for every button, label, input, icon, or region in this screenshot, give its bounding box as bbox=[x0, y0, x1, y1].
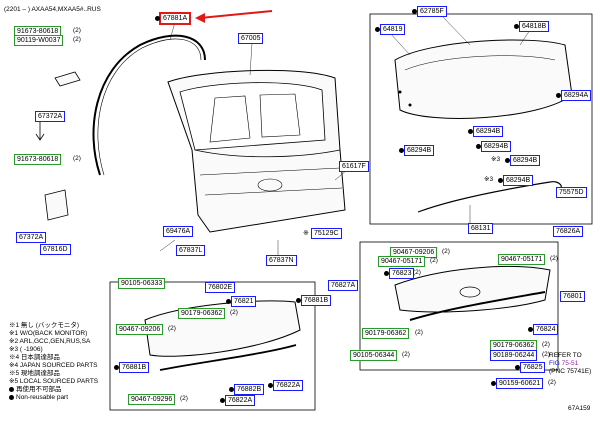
back-door-shape bbox=[167, 69, 346, 233]
legend-line: ※1 W/O(BACK MONITOR) bbox=[9, 330, 88, 337]
legend-line: 再使用不可部品 bbox=[9, 386, 98, 394]
model-code-header: (2201 – ) AXAA54,MXAA5#..RUS bbox=[4, 6, 101, 13]
qty-label: (2) bbox=[180, 395, 188, 402]
part-label-68131[interactable]: 68131 bbox=[468, 223, 494, 234]
part-label-68294a[interactable]: 68294A bbox=[555, 90, 592, 101]
part-label-67837n[interactable]: 67837N bbox=[266, 255, 297, 266]
refer-to-pnc: (PNC 75741E) bbox=[549, 368, 592, 375]
part-label-76881b-right[interactable]: 76881B bbox=[295, 295, 332, 306]
wire-strip bbox=[417, 181, 562, 213]
qty-label: (2) bbox=[542, 351, 550, 358]
part-label-62785f[interactable]: 62785F bbox=[412, 6, 447, 17]
legend-line: Non-reusable part bbox=[9, 394, 98, 402]
part-label-90467-05171-a[interactable]: 90467-05171 bbox=[378, 256, 426, 267]
legend-non-reusable-jp: 再使用不可部品 bbox=[16, 386, 62, 393]
part-label-75575d[interactable]: 75575D bbox=[556, 187, 587, 198]
part-label-67881a-highlighted[interactable]: 67881A bbox=[154, 12, 192, 25]
highlight-arrow bbox=[195, 10, 273, 23]
part-label-67372a-bottom[interactable]: 67372A bbox=[16, 232, 47, 243]
part-label-91673-80618-b[interactable]: 91673-80618 bbox=[14, 154, 62, 165]
qty-label: (2) bbox=[415, 329, 423, 336]
part-label-90105-06344[interactable]: 90105-06344 bbox=[350, 350, 398, 361]
part-label-90467-09206[interactable]: 90467-09206 bbox=[116, 324, 164, 335]
qty-label: (2) bbox=[413, 269, 421, 276]
part-label-90467-05171-b[interactable]: 90467-05171 bbox=[498, 254, 546, 265]
qty-label: (2) bbox=[73, 36, 81, 43]
part-label-61617f[interactable]: 61617F bbox=[339, 161, 369, 172]
part-label-76824[interactable]: 76824 bbox=[527, 324, 559, 335]
part-label-68294b-5[interactable]: 68294B bbox=[497, 175, 534, 186]
fig-number-link[interactable]: 75-51 bbox=[561, 360, 579, 367]
qty-label: (2) bbox=[168, 325, 176, 332]
part-label-76822a-left[interactable]: 76822A bbox=[219, 395, 256, 406]
part-label-67816d[interactable]: 67816D bbox=[40, 244, 71, 255]
qty-label: (2) bbox=[73, 155, 81, 162]
weatherstrip bbox=[92, 34, 206, 176]
legend-line: ※4 JAPAN SOURCED PARTS bbox=[9, 362, 98, 369]
part-label-90179-06362-b[interactable]: 90179-06362 bbox=[362, 328, 410, 339]
part-label-90467-09296[interactable]: 90467-09296 bbox=[128, 394, 176, 405]
part-label-76827a[interactable]: 76827A bbox=[328, 280, 359, 291]
legend: ※1 無し (バックモニタ) ※1 W/O(BACK MONITOR) ※2 A… bbox=[9, 322, 98, 402]
part-label-68294b-3[interactable]: 68294B bbox=[475, 141, 512, 152]
license-garnish-shape bbox=[394, 266, 551, 321]
part-label-90189-06244[interactable]: 90189-06244 bbox=[490, 350, 538, 361]
part-label-76825[interactable]: 76825 bbox=[514, 362, 546, 373]
part-label-76826a[interactable]: 76826A bbox=[553, 226, 584, 237]
refer-to-note[interactable]: REFER TO FIG 75-51 (PNC 75741E) bbox=[549, 352, 591, 376]
qty-label: (2) bbox=[73, 27, 81, 34]
part-label-64819[interactable]: 64819 bbox=[374, 24, 406, 35]
part-label-76801[interactable]: 76801 bbox=[560, 291, 586, 302]
qty-label: (2) bbox=[442, 248, 450, 255]
legend-line: ※5 現地調達部品 bbox=[9, 370, 60, 377]
fig-prefix: FIG bbox=[549, 360, 560, 367]
qty-label: (2) bbox=[548, 379, 556, 386]
part-label-76822a-right[interactable]: 76822A bbox=[267, 380, 304, 391]
damper-stay-shape bbox=[35, 71, 81, 221]
part-label-90105-06333[interactable]: 90105-06333 bbox=[118, 278, 166, 289]
part-label-76802e[interactable]: 76802E bbox=[205, 282, 236, 293]
part-label-67837l[interactable]: 67837L bbox=[176, 245, 206, 256]
legend-line: ※2 ARL,GCC,GEN,RUS,SA bbox=[9, 338, 91, 345]
legend-line: ※5 LOCAL SOURCED PARTS bbox=[9, 378, 99, 385]
part-label-90159-60621[interactable]: 90159-60621 bbox=[490, 378, 544, 389]
part-label-75129c[interactable]: 75129C bbox=[303, 228, 342, 239]
note-mark-3: ※3 bbox=[491, 156, 501, 163]
qty-label: (2) bbox=[430, 257, 438, 264]
qty-label: (2) bbox=[402, 351, 410, 358]
part-label-68294b-4[interactable]: 68294B bbox=[504, 155, 541, 166]
non-reusable-dot-icon bbox=[9, 386, 14, 392]
legend-non-reusable-en: Non-reusable part bbox=[16, 394, 69, 401]
part-label-67372a-top[interactable]: 67372A bbox=[35, 111, 66, 122]
part-label-64818b[interactable]: 64818B bbox=[513, 21, 550, 32]
frame-license-garnish bbox=[359, 241, 559, 371]
part-label-69476a[interactable]: 69476A bbox=[163, 226, 194, 237]
figure-id: 67A159 bbox=[568, 405, 591, 412]
door-trim-panel-shape bbox=[394, 39, 573, 119]
part-label-76882b[interactable]: 76882B bbox=[228, 384, 265, 395]
part-label-90119-w0037[interactable]: 90119-W0037 bbox=[14, 35, 64, 46]
qty-label: (2) bbox=[550, 255, 558, 262]
refer-to-line: REFER TO bbox=[549, 352, 582, 359]
part-label-67005[interactable]: 67005 bbox=[238, 33, 264, 44]
part-label-68294b-1[interactable]: 68294B bbox=[467, 126, 504, 137]
refer-to-fig[interactable]: FIG 75-51 bbox=[549, 360, 591, 368]
qty-label: (2) bbox=[230, 309, 238, 316]
part-label-68294b-2[interactable]: 68294B bbox=[398, 145, 435, 156]
qty-label: (2) bbox=[542, 341, 550, 348]
part-label-76823[interactable]: 76823 bbox=[383, 268, 415, 279]
legend-line: ※4 日本調達部品 bbox=[9, 354, 60, 361]
legend-line: ※3 ( -1906) bbox=[9, 346, 43, 353]
part-label-76821[interactable]: 76821 bbox=[225, 296, 257, 307]
legend-line: ※1 無し (バックモニタ) bbox=[9, 322, 80, 329]
note-mark-3: ※3 bbox=[484, 176, 494, 183]
part-label-76881b-left[interactable]: 76881B bbox=[113, 362, 150, 373]
part-label-90179-06362-a[interactable]: 90179-06362 bbox=[178, 308, 226, 319]
non-reusable-dot-icon bbox=[9, 394, 14, 400]
